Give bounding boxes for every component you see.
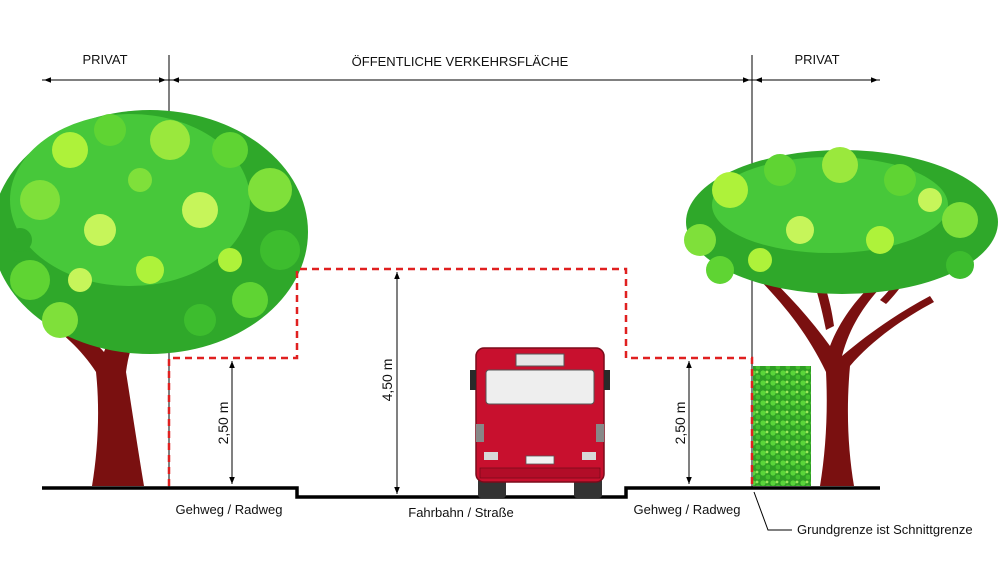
zone-label-left-private: PRIVAT [82, 52, 127, 67]
boundary-note-label: Grundgrenze ist Schnittgrenze [797, 522, 973, 537]
right-tree-foliage-clusters [684, 147, 978, 284]
road-label: Fahrbahn / Straße [408, 505, 514, 520]
bus-wheel-left [478, 478, 506, 498]
boundary-note-leader [753, 491, 792, 531]
right-tree-trunk [750, 266, 934, 486]
bus-mirror-right [604, 370, 610, 390]
bus-windshield [485, 369, 595, 405]
zone-dimension-group: PRIVAT ÖFFENTLICHE VERKEHRSFLÄCHE PRIVAT [42, 52, 880, 83]
bus-license-plate [525, 455, 555, 465]
boundary-hedge [753, 366, 811, 486]
left-tree-foliage-clusters [8, 114, 300, 338]
bus-bumper [479, 467, 601, 479]
bus-headlight-left [484, 452, 498, 460]
bus-wheel-right [574, 478, 602, 498]
center-clearance-label: 4,50 m [379, 359, 395, 402]
left-tree [0, 110, 308, 486]
right-tree [684, 147, 998, 486]
zone-label-right-private: PRIVAT [794, 52, 839, 67]
clearance-dimensions: 2,50 m 4,50 m 2,50 m [215, 272, 692, 494]
ground-profile-line [42, 486, 880, 499]
bus-mirror-left [470, 370, 476, 390]
bus-headlight-right [582, 452, 596, 460]
bus-side-marker-right [596, 424, 604, 442]
left-tree-trunk [40, 248, 218, 486]
left-clearance-label: 2,50 m [215, 402, 231, 445]
right-path-label: Gehweg / Radweg [634, 502, 741, 517]
right-clearance-label: 2,50 m [672, 402, 688, 445]
bus [470, 347, 610, 498]
bus-side-marker-left [476, 424, 484, 442]
left-path-label: Gehweg / Radweg [176, 502, 283, 517]
clearance-profile-line [167, 267, 754, 486]
bus-destination-sign [515, 353, 565, 367]
zone-label-public: ÖFFENTLICHE VERKEHRSFLÄCHE [352, 54, 569, 69]
